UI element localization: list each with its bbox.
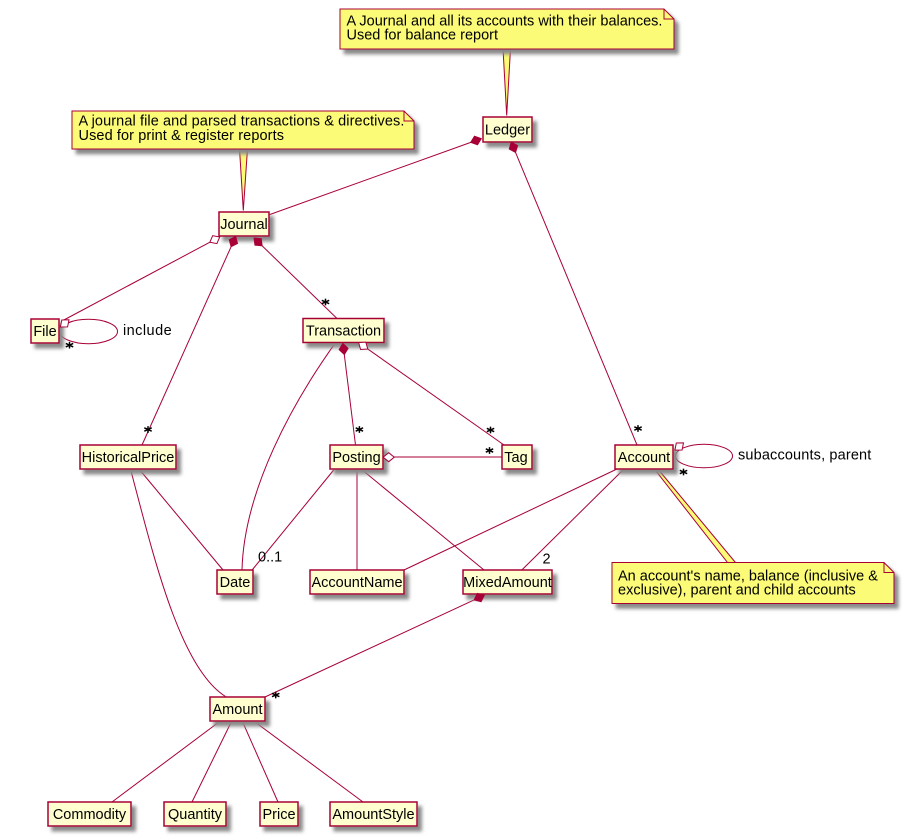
- svg-text:Transaction: Transaction: [306, 324, 381, 340]
- svg-text:Posting: Posting: [332, 450, 380, 466]
- svg-text:0..1: 0..1: [258, 550, 282, 566]
- svg-text:Price: Price: [262, 807, 295, 823]
- svg-text:AmountStyle: AmountStyle: [332, 807, 414, 823]
- svg-text:Date: Date: [220, 575, 251, 591]
- svg-text:A Journal and all its accounts: A Journal and all its accounts with thei…: [347, 13, 663, 29]
- svg-text:Tag: Tag: [504, 450, 527, 466]
- svg-text:Used for balance report: Used for balance report: [347, 28, 499, 44]
- svg-text:AccountName: AccountName: [311, 575, 402, 591]
- svg-text:Ledger: Ledger: [485, 123, 530, 139]
- svg-text:Amount: Amount: [213, 702, 263, 718]
- svg-text:A journal file and parsed tran: A journal file and parsed transactions &…: [79, 114, 405, 130]
- svg-text:Used for print & register repo: Used for print & register reports: [79, 128, 285, 144]
- svg-text:2: 2: [542, 552, 550, 568]
- svg-text:subaccounts, parent: subaccounts, parent: [738, 448, 871, 464]
- svg-text:File: File: [33, 324, 56, 340]
- svg-text:Journal: Journal: [220, 217, 268, 233]
- svg-text:An account's name, balance (in: An account's name, balance (inclusive &: [618, 569, 878, 585]
- svg-text:include: include: [123, 323, 172, 339]
- svg-text:MixedAmount: MixedAmount: [463, 575, 552, 591]
- svg-text:Commodity: Commodity: [53, 807, 127, 823]
- svg-text:exclusive), parent and child a: exclusive), parent and child accounts: [618, 583, 856, 599]
- svg-text:Account: Account: [618, 450, 670, 466]
- svg-text:Quantity: Quantity: [168, 807, 223, 823]
- svg-text:HistoricalPrice: HistoricalPrice: [82, 450, 175, 466]
